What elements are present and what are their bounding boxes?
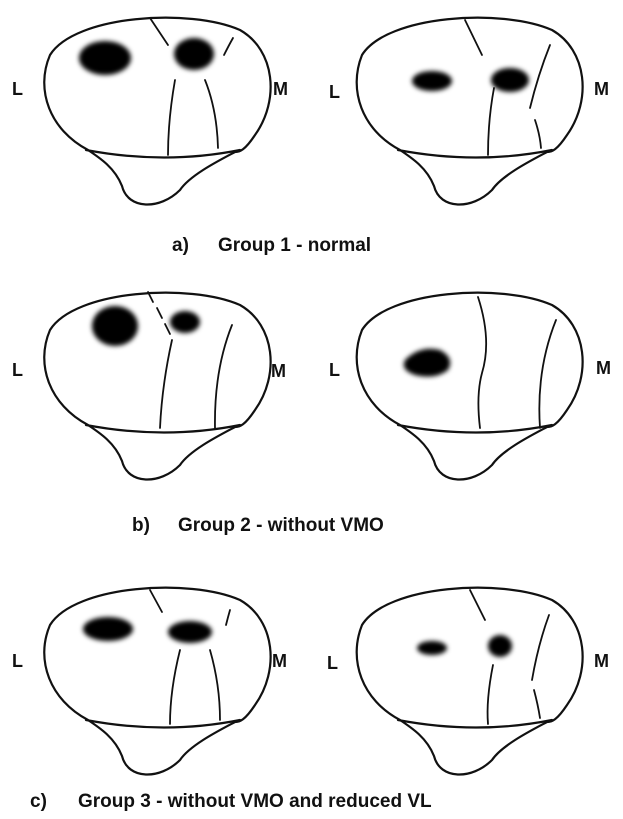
caption-text: Group 2 - without VMO	[178, 515, 384, 536]
caption-text: Group 1 - normal	[218, 235, 371, 256]
contact-spot-medial	[488, 635, 512, 657]
articular-edge	[398, 425, 552, 433]
caption-text: Group 3 - without VMO and reduced VL	[78, 791, 432, 812]
label-lateral: L	[327, 653, 338, 673]
panel-c-right-view: L M	[327, 588, 609, 775]
contact-spot-lateral	[92, 306, 138, 346]
contact-spot-lateral	[79, 41, 131, 75]
label-medial: M	[594, 651, 609, 671]
articular-edge	[398, 150, 552, 158]
label-medial: M	[271, 361, 286, 381]
contact-spot-medial	[174, 38, 214, 70]
label-lateral: L	[12, 79, 23, 99]
patella-outline	[44, 588, 270, 775]
articular-edge	[398, 720, 552, 728]
panel-b: L M L M b) Group 2 - without VMO	[12, 292, 611, 536]
articular-edge	[86, 425, 240, 433]
panel-a-left-view: L M	[12, 18, 288, 205]
contact-spot-medial	[170, 311, 200, 333]
patella-outline	[357, 18, 583, 205]
caption-letter: a)	[172, 235, 189, 256]
label-medial: M	[273, 79, 288, 99]
articular-edge	[86, 720, 240, 728]
label-medial: M	[594, 79, 609, 99]
label-lateral: L	[329, 360, 340, 380]
label-medial: M	[596, 358, 611, 378]
caption-letter: b)	[132, 515, 150, 536]
label-lateral: L	[12, 360, 23, 380]
contact-spot-medial	[491, 68, 529, 92]
patella-outline	[44, 18, 270, 205]
contact-spot-lateral	[412, 71, 452, 91]
caption-letter: c)	[30, 791, 47, 812]
panel-a-right-view: L M	[329, 18, 609, 205]
articular-edge	[86, 150, 240, 158]
panel-a: L M L M a) Group 1 - normal	[12, 18, 609, 256]
patella-outline	[357, 293, 583, 480]
panel-b-left-view: L M	[12, 292, 286, 480]
contact-spot-medial	[168, 621, 212, 643]
contact-spot-lateral	[83, 617, 133, 641]
panel-c: L M L M c) Group 3 - without VMO and red…	[12, 588, 609, 812]
patella-outline	[44, 293, 270, 480]
contact-spot-lateral	[417, 641, 447, 655]
label-lateral: L	[329, 82, 340, 102]
label-lateral: L	[12, 651, 23, 671]
panel-c-left-view: L M	[12, 588, 287, 775]
contact-spot-lateral	[404, 349, 450, 377]
label-medial: M	[272, 651, 287, 671]
panel-b-right-view: L M	[329, 293, 611, 480]
